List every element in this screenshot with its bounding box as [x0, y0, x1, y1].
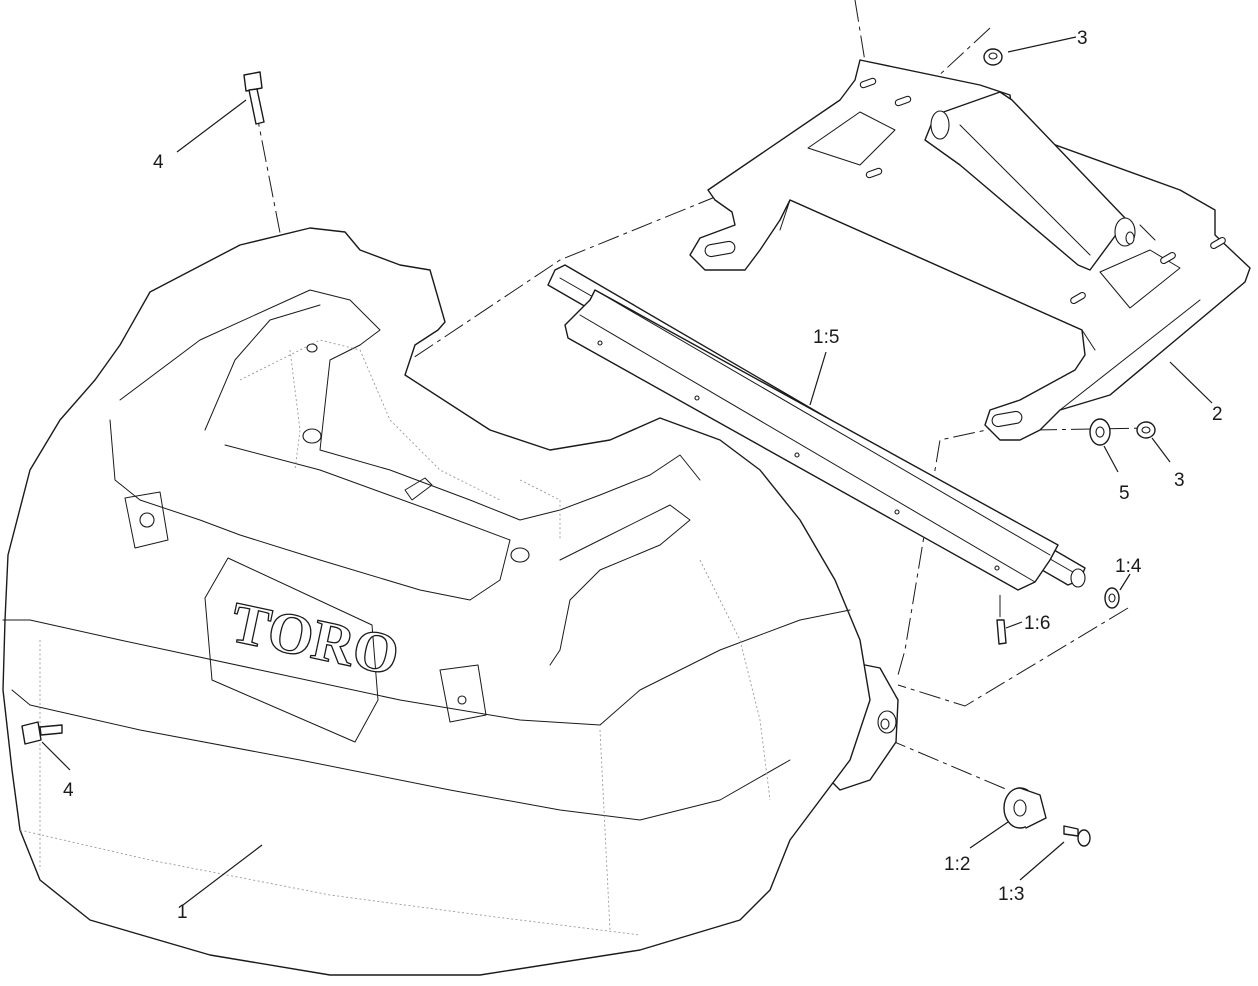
washer-small	[1104, 587, 1120, 609]
screw-left	[21, 721, 63, 745]
counterweight-body: TORO	[2, 227, 899, 976]
screw-top	[243, 71, 265, 125]
callout-labels: 1 2 3 3 4 4 5 1:2 1:3 1:4 1:5 1:6	[63, 28, 1223, 923]
callout-1: 1	[177, 902, 188, 923]
washer	[1089, 418, 1111, 446]
bolt	[1063, 825, 1091, 847]
callout-1-4: 1:4	[1115, 556, 1142, 577]
rod-and-guard	[547, 264, 1086, 591]
callout-1-6: 1:6	[1024, 613, 1050, 634]
callout-3-top: 3	[1077, 28, 1088, 49]
callout-3-right: 3	[1174, 470, 1185, 491]
callout-2: 2	[1212, 404, 1223, 425]
pin	[996, 619, 1007, 645]
callout-4-top: 4	[153, 152, 164, 173]
callout-1-5: 1:5	[813, 327, 839, 348]
leader-lines	[41, 36, 1213, 906]
callout-1-2: 1:2	[944, 854, 970, 875]
callout-5: 5	[1119, 483, 1130, 504]
mounting-bracket	[689, 59, 1251, 441]
nut-top	[983, 48, 1003, 66]
hardware	[21, 48, 1156, 847]
callout-4-left: 4	[63, 780, 74, 801]
callout-1-3: 1:3	[998, 884, 1024, 905]
bushing	[1003, 787, 1047, 829]
nut-right	[1136, 421, 1156, 439]
